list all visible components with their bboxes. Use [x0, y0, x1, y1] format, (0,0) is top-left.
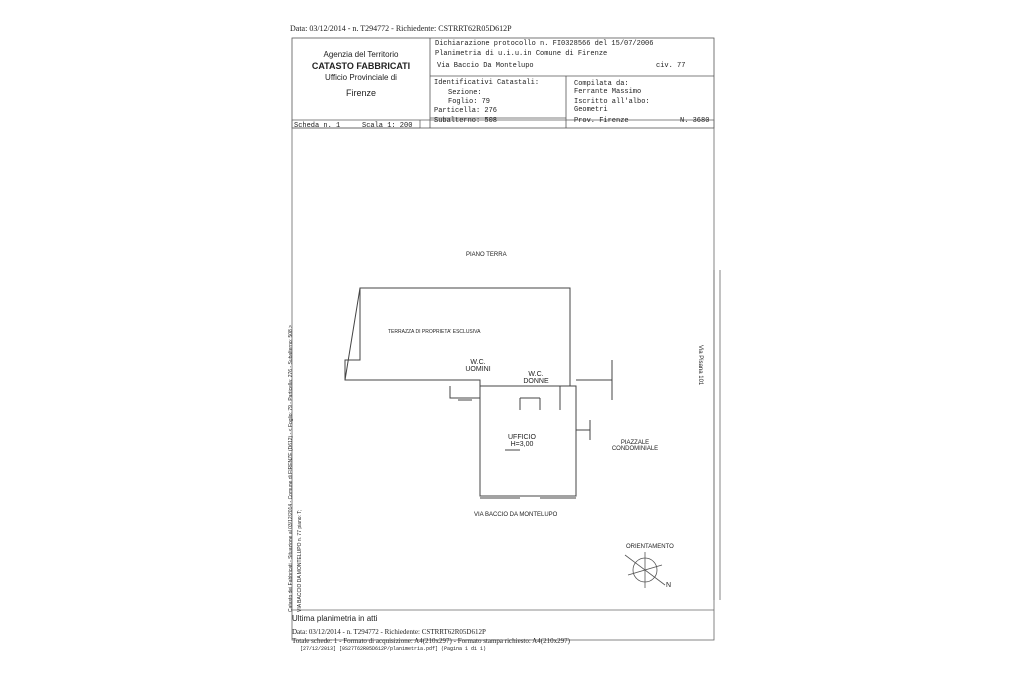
compilata-label: Compilata da: [574, 80, 629, 88]
cadastral-label: Identificativi Catastali: [434, 79, 540, 87]
orientation-label: ORIENTAMENTO [626, 544, 674, 550]
register-number: N. 3680 [680, 117, 710, 125]
header-frame [291, 37, 715, 129]
scheda-number: Scheda n. 1 [294, 122, 341, 130]
footer-line-1: Data: 03/12/2014 - n. T294772 - Richiede… [292, 628, 486, 636]
piazzale-line1: PIAZZALE [620, 440, 650, 446]
wc-men-label: W.C. UOMINI [463, 359, 493, 373]
wc-men-line2: UOMINI [465, 366, 491, 373]
wc-women-line2: DONNE [523, 378, 549, 385]
right-margin-text: Via Pisana 101 [697, 345, 703, 386]
sezione: Sezione: [448, 89, 482, 97]
north-label: N [666, 582, 672, 589]
catasto-title: CATASTO FABBRICATI [311, 61, 411, 71]
subalterno: Subalterno: 508 [434, 117, 498, 125]
foglio: Foglio: 79 [448, 98, 491, 106]
street-label: VIA BACCIO DA MONTELUPO [474, 512, 558, 518]
wc-women-label: W.C. DONNE [520, 371, 552, 385]
compilata-name: Ferrante Massimo [574, 88, 642, 96]
last-plan-note: Ultima planimetria in atti [292, 614, 378, 623]
iscritto-label: Iscritto all'albo: [574, 98, 650, 106]
compass [624, 552, 666, 588]
province: Prov. Firenze [574, 117, 629, 125]
scale: Scala 1: 200 [362, 122, 413, 130]
piazzale-line2: CONDOMINIALE [611, 446, 659, 452]
sheet-frame [291, 119, 721, 641]
office-line2: H=3,00 [510, 441, 534, 448]
office-city: Firenze [345, 88, 376, 98]
wc-men-line1: W.C. [470, 359, 486, 366]
office-line1: UFFICIO [508, 434, 536, 441]
left-margin-text-1: Catasto dei Fabbricati - Situazione al 0… [288, 324, 294, 612]
left-margin-text-2: VIA BACCIO DA MONTELUPO n. 77 piano: T; [297, 509, 303, 612]
agency-block: Agenzia del Territorio CATASTO FABBRICAT… [296, 50, 426, 98]
office-line: Ufficio Provinciale di [325, 73, 397, 82]
office-label: UFFICIO H=3,00 [502, 434, 542, 448]
footer-line-3: [27/12/2013] [0S27T62R05D612P/planimetri… [300, 646, 487, 652]
address: Via Baccio Da Montelupo [437, 62, 534, 70]
footer-line-2: Totale schede: 1 - Formato di acquisizio… [292, 637, 570, 645]
protocol-number: Dichiarazione protocollo n. FI0328566 de… [435, 40, 654, 48]
header-top-line: Data: 03/12/2014 - n. T294772 - Richiede… [290, 24, 512, 33]
agency-name: Agenzia del Territorio [323, 50, 399, 59]
terrace-label: TERRAZZA DI PROPRIETA' ESCLUSIVA [388, 329, 481, 335]
wc-women-line1: W.C. [528, 371, 544, 378]
particella: Particella: 276 [434, 107, 498, 115]
planimetria-title: Planimetria di u.i.u.in Comune di Firenz… [435, 50, 608, 58]
civic-number: civ. 77 [656, 62, 686, 70]
iscritto-value: Geometri [574, 106, 608, 114]
piazzale-label: PIAZZALE CONDOMINIALE [608, 440, 662, 452]
floor-plan [344, 287, 613, 499]
floor-label: PIANO TERRA [466, 252, 507, 258]
